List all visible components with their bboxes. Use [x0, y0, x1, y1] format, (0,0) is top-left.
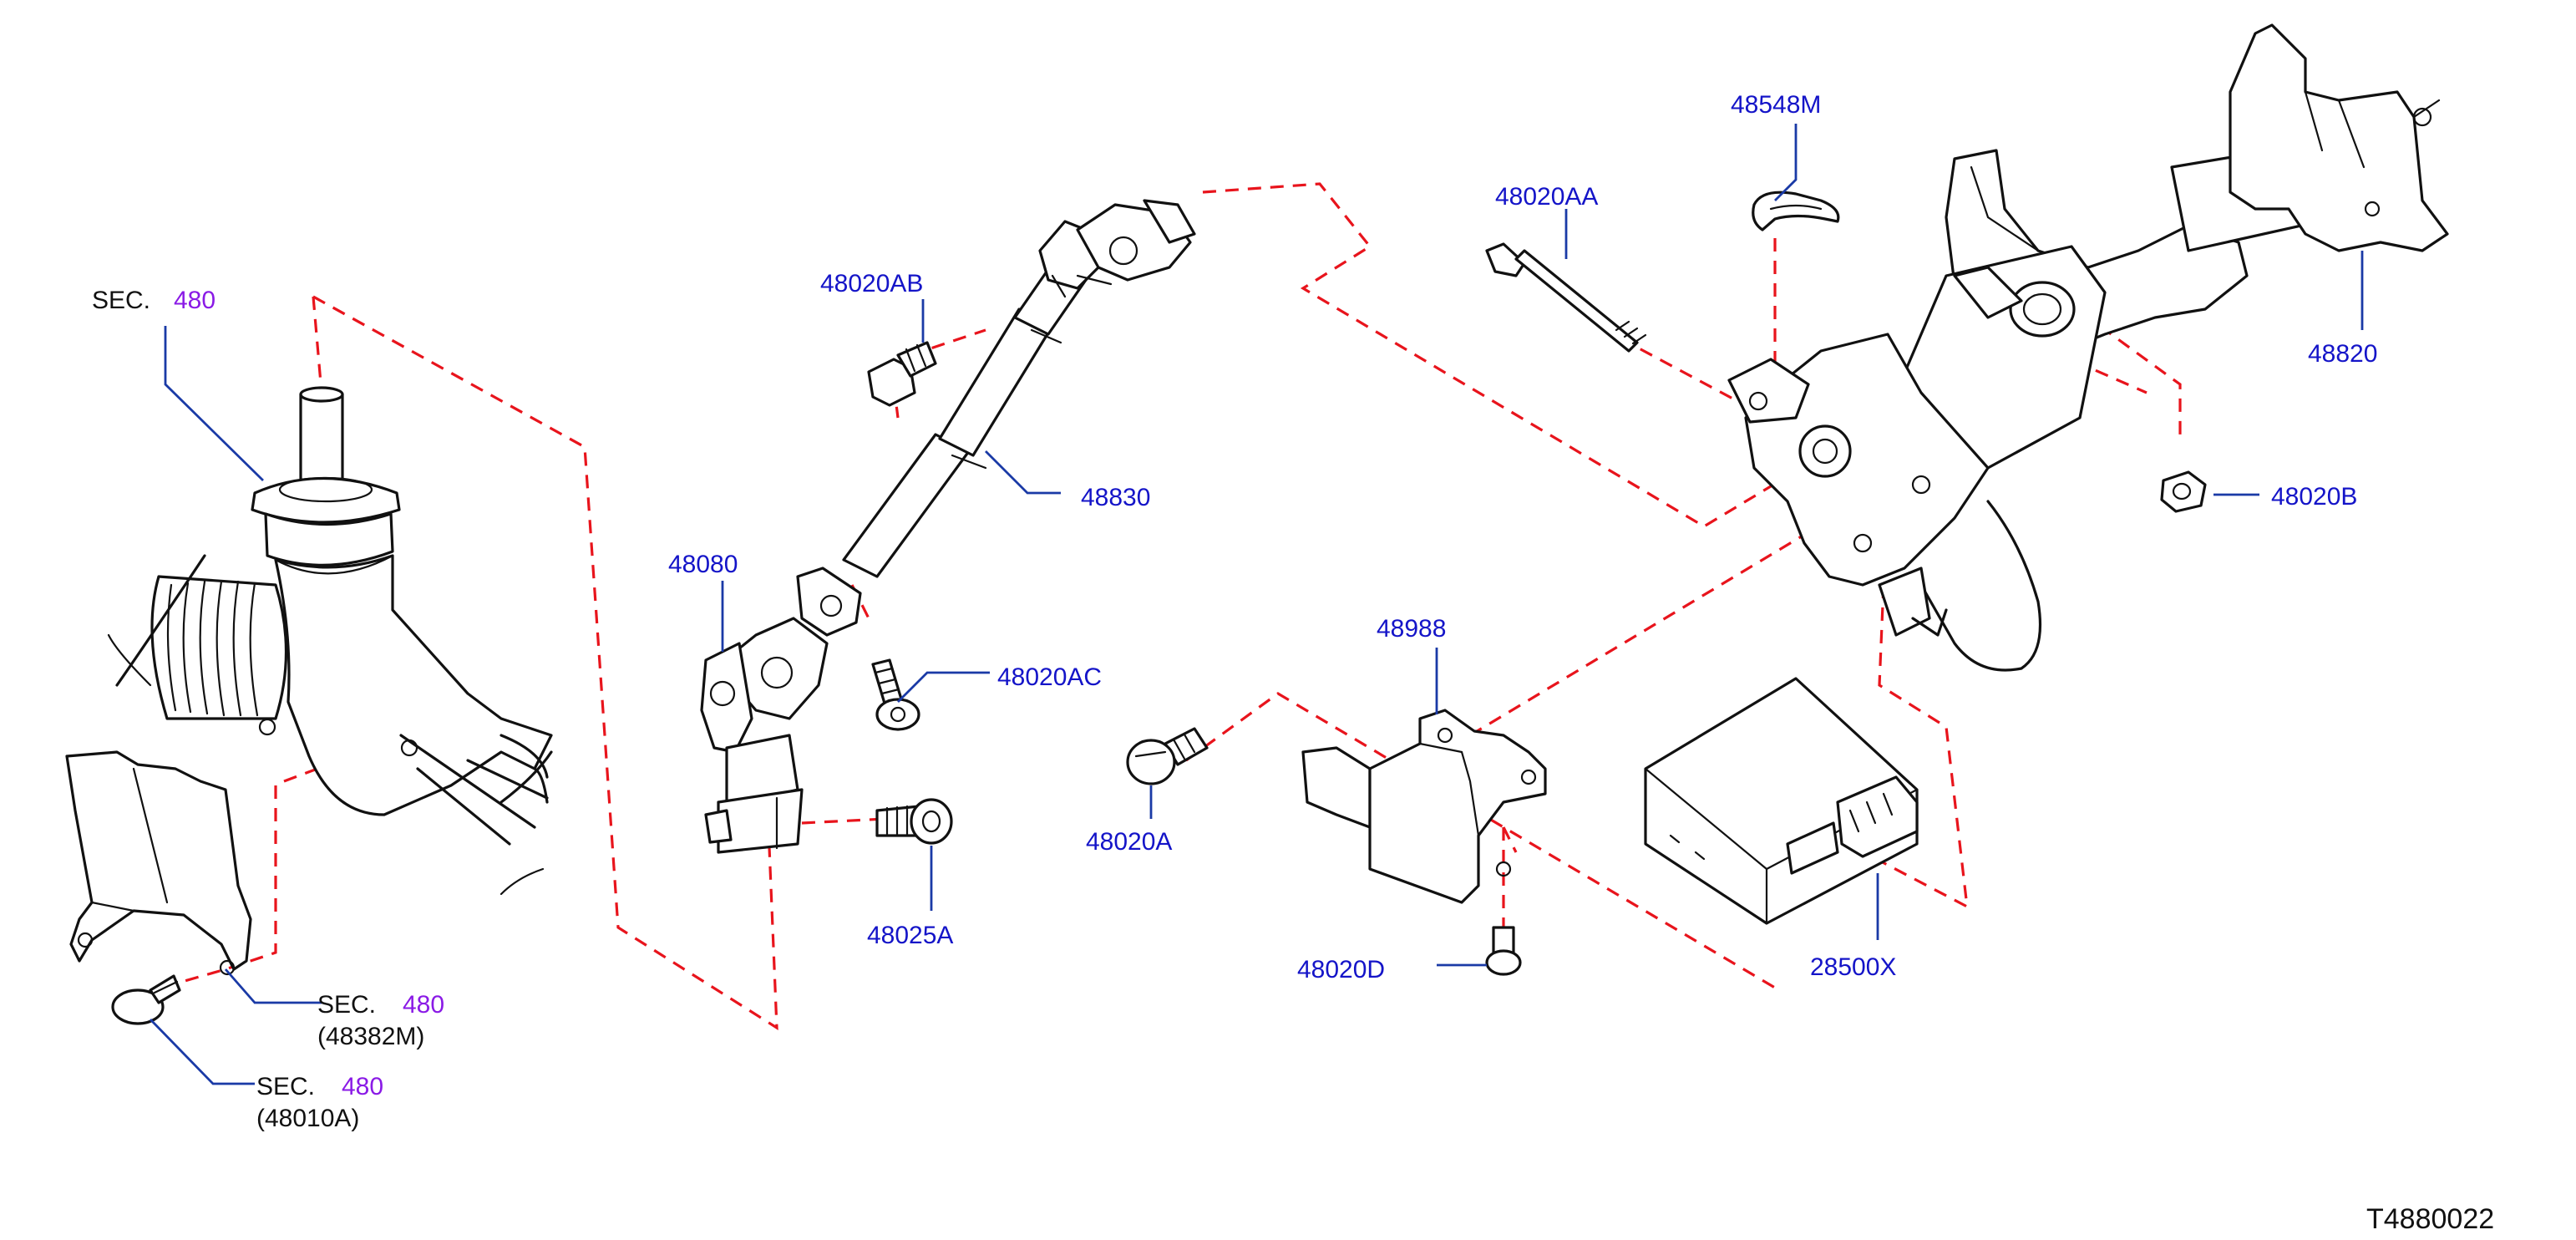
heat-shield-bracket: [65, 750, 252, 976]
bolt-48020a: [1126, 727, 1209, 785]
sec-sub-48010a: (48010A): [256, 1105, 359, 1132]
label-48020b: 48020B: [2271, 483, 2357, 511]
leader-lines: [149, 124, 2364, 1085]
label-48020ab: 48020AB: [820, 270, 923, 297]
label-48020aa: 48020AA: [1495, 183, 1598, 211]
clip-48548m: [1752, 191, 1840, 231]
bolt-48020ac: [871, 658, 920, 731]
label-48820: 48820: [2308, 340, 2377, 368]
label-48080: 48080: [668, 551, 738, 578]
label-48020ac: 48020AC: [997, 663, 1102, 691]
bolt-48020aa: [1485, 242, 1647, 353]
control-unit-28500x: [1644, 677, 1919, 925]
label-48025a: 48025A: [867, 922, 953, 949]
bracket-48988: [1301, 709, 1547, 904]
label-48830: 48830: [1081, 484, 1150, 511]
label-48020d: 48020D: [1297, 956, 1385, 983]
labels: 48548M 48020AA 48020AB 48820 48830 48080…: [92, 91, 2494, 1235]
sec-prefix-48010a: SEC.: [256, 1073, 315, 1100]
sec-number-top: 480: [174, 287, 216, 314]
sec-number-48010a: 480: [342, 1073, 383, 1100]
sec-prefix-48382m: SEC.: [317, 991, 376, 1019]
diagram-id: T4880022: [2366, 1203, 2494, 1235]
label-28500x: 28500X: [1810, 953, 1896, 981]
label-48548m: 48548M: [1731, 91, 1821, 119]
intermediate-shaft-48830: [842, 199, 1196, 578]
label-48988: 48988: [1377, 615, 1446, 643]
bolt-48025a: [875, 798, 953, 845]
sec-prefix-top: SEC.: [92, 287, 150, 314]
bolt-48010a: [111, 974, 181, 1025]
sec-sub-48382m: (48382M): [317, 1023, 424, 1050]
sec-number-48382m: 480: [403, 991, 444, 1019]
nut-48020b: [2160, 470, 2207, 513]
lower-joint-48080: [700, 567, 862, 854]
steering-gear-assembly: [107, 386, 553, 896]
screw-48020d: [1485, 926, 1522, 976]
steering-column-48820: [1727, 23, 2449, 672]
bolt-48020ab: [867, 341, 937, 407]
label-48020a: 48020A: [1086, 828, 1172, 856]
